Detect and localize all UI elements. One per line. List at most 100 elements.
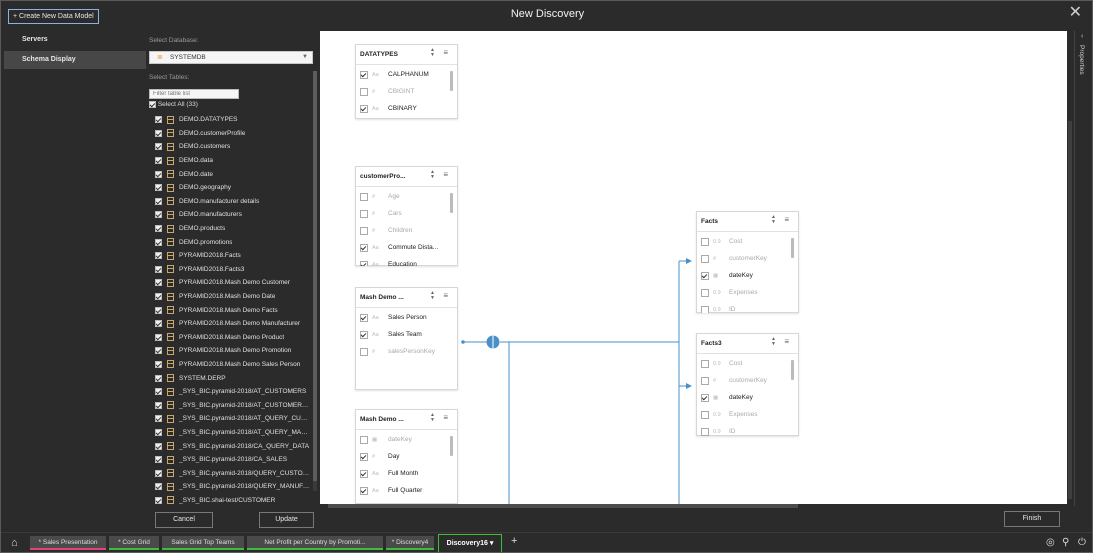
checkbox[interactable] <box>155 252 162 260</box>
checkbox[interactable] <box>155 306 162 314</box>
finish-button[interactable]: Finish <box>1004 511 1060 527</box>
cancel-button[interactable]: Cancel <box>155 512 213 528</box>
close-icon[interactable]: ✕ <box>1068 4 1082 21</box>
nav-schema-display[interactable]: Schema Display <box>4 51 146 69</box>
checkbox[interactable] <box>701 427 709 436</box>
checkbox[interactable] <box>155 347 162 355</box>
checkbox[interactable] <box>155 170 162 178</box>
field-row[interactable]: #Age <box>356 188 457 205</box>
filter-icon[interactable]: ≡ <box>443 291 448 300</box>
table-list-item[interactable]: DEMO.products <box>155 222 313 236</box>
table-list-item[interactable]: _SYS_BIC.pyramid-2018/CA_SALES <box>155 453 313 467</box>
filter-icon[interactable]: ≡ <box>784 337 789 346</box>
table-list-item[interactable]: PYRAMID2018.Facts <box>155 249 313 263</box>
field-row[interactable]: #Cars <box>356 205 457 222</box>
table-list-item[interactable]: DEMO.manufacturer details <box>155 195 313 209</box>
checkbox[interactable] <box>701 376 709 385</box>
filter-icon[interactable]: ≡ <box>784 215 789 224</box>
checkbox[interactable] <box>701 271 709 280</box>
table-list-item[interactable]: DEMO.promotions <box>155 235 313 249</box>
checkbox[interactable] <box>701 237 709 246</box>
field-row[interactable]: #Children <box>356 222 457 239</box>
tab-active[interactable]: Discovery16 ▾ <box>438 534 502 552</box>
checkbox[interactable] <box>155 333 162 341</box>
checkbox[interactable] <box>155 428 162 436</box>
field-row[interactable]: #salesPersonKey <box>356 343 457 360</box>
apps-icon[interactable]: ◎ <box>1046 537 1055 548</box>
checkbox[interactable] <box>155 469 162 477</box>
checkbox[interactable] <box>701 288 709 297</box>
table-list-item[interactable]: DEMO.manufacturers <box>155 208 313 222</box>
card-header[interactable]: Facts▲▼≡ <box>697 212 798 232</box>
table-list-item[interactable]: PYRAMID2018.Mash Demo Date <box>155 290 313 304</box>
checkbox[interactable] <box>155 320 162 328</box>
tab[interactable]: Net Profit per Country by Promoti... <box>247 536 383 550</box>
update-button[interactable]: Update <box>259 512 314 528</box>
table-list-item[interactable]: PYRAMID2018.Mash Demo Product <box>155 331 313 345</box>
checkbox[interactable] <box>360 435 368 444</box>
table-list-item[interactable]: DEMO.customerProfile <box>155 127 313 141</box>
table-list-item[interactable]: _SYS_BIC.pyramid-2018/AT_CUSTOMERS <box>155 385 313 399</box>
table-list-item[interactable]: PYRAMID2018.Mash Demo Sales Person <box>155 358 313 372</box>
field-row[interactable]: ▦dateKey <box>697 267 798 284</box>
search-icon[interactable]: ⚲ <box>1062 537 1070 548</box>
card-header[interactable]: DATATYPES▲▼≡ <box>356 45 457 65</box>
filter-icon[interactable]: ≡ <box>443 170 448 179</box>
checkbox[interactable] <box>701 359 709 368</box>
checkbox[interactable] <box>701 254 709 263</box>
sort-icon[interactable]: ▲▼ <box>430 47 435 58</box>
checkbox[interactable] <box>155 293 162 301</box>
card-header[interactable]: Facts3▲▼≡ <box>697 334 798 354</box>
add-tab-icon[interactable]: + <box>511 535 518 547</box>
table-list-item[interactable]: _SYS_BIC.pyramid-2018/QUERY_MANUFA... <box>155 480 313 494</box>
home-icon[interactable]: ⌂ <box>11 537 18 549</box>
checkbox[interactable] <box>155 456 162 464</box>
checkbox[interactable] <box>155 279 162 287</box>
sort-icon[interactable]: ▲▼ <box>430 412 435 423</box>
table-list-item[interactable]: DEMO.date <box>155 167 313 181</box>
checkbox[interactable] <box>155 388 162 396</box>
table-list-item[interactable]: _SYS_BIC.pyramid-2018/CA_QUERY_DATA <box>155 439 313 453</box>
filter-icon[interactable]: ≡ <box>443 48 448 57</box>
nav-servers[interactable]: Servers <box>22 36 48 43</box>
properties-panel-toggle[interactable]: ‹ Properties <box>1074 31 1092 506</box>
checkbox[interactable] <box>155 374 162 382</box>
table-list-item[interactable]: SYSTEM.DERP <box>155 371 313 385</box>
sort-icon[interactable]: ▲▼ <box>430 169 435 180</box>
field-row[interactable]: #CBIGINT <box>356 83 457 100</box>
table-list-item[interactable]: DEMO.data <box>155 154 313 168</box>
checkbox[interactable] <box>360 87 368 96</box>
checkbox[interactable] <box>360 260 368 266</box>
checkbox[interactable] <box>701 305 709 313</box>
table-list-item[interactable]: DEMO.geography <box>155 181 313 195</box>
checkbox[interactable] <box>155 225 162 233</box>
select-all-checkbox[interactable]: Select All (33) <box>149 100 198 109</box>
table-list-item[interactable]: _SYS_BIC.pyramid-2018/QUERY_CUSTOM... <box>155 466 313 480</box>
table-list-item[interactable]: _SYS_BIC.pyramid-2018/AT_CUSTOMERVI... <box>155 398 313 412</box>
checkbox[interactable] <box>155 116 162 124</box>
table-list-item[interactable]: PYRAMID2018.Facts3 <box>155 263 313 277</box>
checkbox[interactable] <box>360 347 368 356</box>
checkbox[interactable] <box>360 330 368 339</box>
tab[interactable]: * Cost Grid <box>109 536 159 550</box>
checkbox[interactable] <box>360 469 368 478</box>
checkbox[interactable] <box>360 243 368 252</box>
checkbox[interactable] <box>360 452 368 461</box>
table-list-item[interactable]: PYRAMID2018.Mash Demo Customer <box>155 276 313 290</box>
table-list-item[interactable]: DEMO.DATATYPES <box>155 113 313 127</box>
table-list-item[interactable]: PYRAMID2018.Mash Demo Facts <box>155 303 313 317</box>
checkbox[interactable] <box>155 496 162 504</box>
